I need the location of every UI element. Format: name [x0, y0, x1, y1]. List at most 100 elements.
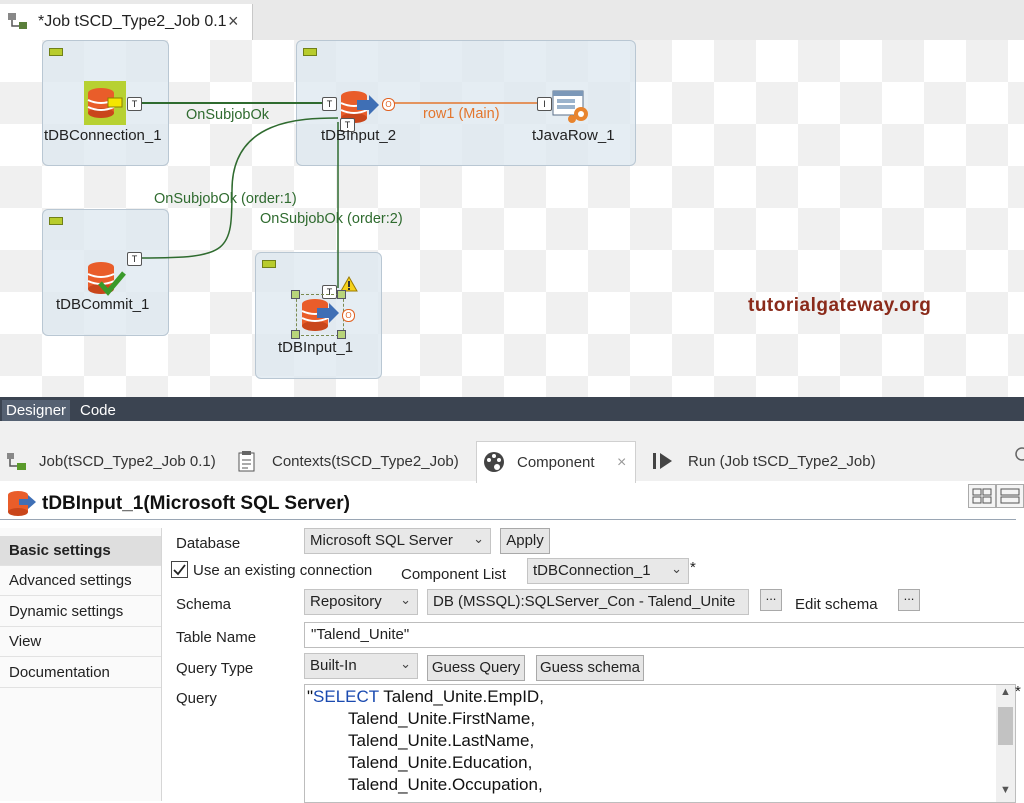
palette-icon: [484, 452, 504, 472]
apply-label: Apply: [506, 532, 544, 549]
collapse-icon[interactable]: [303, 48, 317, 56]
db-commit-icon[interactable]: [84, 259, 126, 299]
tab-component[interactable]: Component ×: [476, 441, 636, 483]
job-icon: [7, 453, 26, 470]
apply-button[interactable]: Apply: [500, 528, 550, 554]
table-name-input[interactable]: "Talend_Unite": [304, 622, 1024, 648]
component-header: tDBInput_1(Microsoft SQL Server): [0, 484, 1024, 520]
menu-view[interactable]: View: [0, 627, 161, 657]
designer-code-bar: Designer Code: [0, 397, 1024, 421]
schema-repository-field[interactable]: DB (MSSQL):SQLServer_Con - Talend_Unite: [427, 589, 749, 615]
output-port[interactable]: O: [382, 98, 395, 111]
table-view-button[interactable]: [968, 484, 996, 508]
selection-handle[interactable]: [291, 330, 300, 339]
query-editor[interactable]: "SELECT Talend_Unite.EmpID, Talend_Unite…: [304, 684, 1016, 803]
tab-job-label: Job(tSCD_Type2_Job 0.1): [39, 453, 216, 470]
trigger-port[interactable]: T: [322, 285, 337, 299]
menu-item-label: Dynamic settings: [9, 603, 124, 620]
use-existing-connection-label: Use an existing connection: [193, 562, 373, 579]
menu-item-label: View: [9, 633, 42, 650]
database-label: Database: [176, 535, 241, 552]
db-input-1-icon[interactable]: [296, 294, 344, 336]
editor-tab-job[interactable]: *Job tSCD_Type2_Job 0.1 ×: [0, 4, 253, 40]
query-line: Talend_Unite.FirstName,: [348, 709, 536, 728]
db-input-2-label[interactable]: tDBInput_2: [321, 127, 397, 144]
watermark: tutorialgateway.org: [748, 295, 932, 316]
db-commit-label[interactable]: tDBCommit_1: [56, 296, 150, 313]
collapse-icon[interactable]: [49, 217, 63, 225]
chevron-down-icon: ⌄: [473, 531, 484, 546]
db-input-1-label[interactable]: tDBInput_1: [278, 339, 354, 356]
close-icon[interactable]: ×: [228, 11, 239, 31]
scroll-up-icon[interactable]: ▲: [1000, 686, 1011, 698]
run-icon: [653, 453, 672, 469]
menu-basic-settings[interactable]: Basic settings: [0, 536, 161, 566]
onsubjobok-order1-label[interactable]: OnSubjobOk (order:1): [154, 191, 297, 207]
trigger-port[interactable]: T: [340, 118, 355, 132]
chevron-down-icon: ⌄: [400, 592, 411, 607]
connection-lines: [140, 102, 537, 288]
use-existing-connection-checkbox[interactable]: [171, 561, 188, 578]
scroll-down-icon[interactable]: ▼: [1000, 784, 1011, 796]
query-line: Talend_Unite.LastName,: [348, 731, 535, 750]
job-icon: [8, 13, 27, 29]
query-type-select[interactable]: Built-In ⌄: [304, 653, 418, 679]
guess-schema-button[interactable]: Guess schema: [536, 655, 644, 681]
tab-contexts[interactable]: Contexts(tSCD_Type2_Job): [236, 440, 466, 482]
menu-documentation[interactable]: Documentation: [0, 658, 161, 688]
onsubjobok-order2-label[interactable]: OnSubjobOk (order:2): [260, 211, 403, 227]
menu-item-label: Basic settings: [9, 542, 111, 559]
trigger-port[interactable]: T: [127, 97, 142, 111]
onsubjobok-label[interactable]: OnSubjobOk: [186, 107, 270, 123]
required-marker: *: [690, 559, 696, 576]
main-row-label[interactable]: row1 (Main): [423, 106, 500, 122]
guess-query-label: Guess Query: [431, 659, 521, 676]
table-name-value: "Talend_Unite": [311, 626, 410, 643]
tab-code[interactable]: Code: [80, 402, 116, 419]
java-row-icon[interactable]: [552, 89, 592, 125]
contexts-icon: [238, 451, 255, 472]
form-icon: [1000, 488, 1020, 504]
db-input-2-icon[interactable]: [337, 88, 381, 126]
ellipsis-label: ...: [765, 588, 777, 603]
schema-select[interactable]: Repository ⌄: [304, 589, 418, 615]
guess-query-button[interactable]: Guess Query: [427, 655, 525, 681]
selection-handle[interactable]: [337, 330, 346, 339]
onsubjobok-order1-line[interactable]: [140, 117, 339, 259]
menu-advanced-settings[interactable]: Advanced settings: [0, 566, 161, 596]
output-port[interactable]: O: [342, 309, 355, 322]
tab-job[interactable]: Job(tSCD_Type2_Job 0.1): [4, 440, 219, 482]
input-port[interactable]: I: [537, 97, 552, 111]
editor-tab-title: *Job tSCD_Type2_Job 0.1: [38, 13, 227, 30]
db-connection-label[interactable]: tDBConnection_1: [44, 127, 162, 144]
grid-icon: [972, 488, 992, 504]
required-marker: *: [1015, 683, 1021, 700]
menu-dynamic-settings[interactable]: Dynamic settings: [0, 597, 161, 627]
db-connection-icon[interactable]: [84, 81, 126, 125]
trigger-port[interactable]: T: [127, 252, 142, 266]
query-text: Talend_Unite.EmpID,: [378, 687, 544, 706]
component-list-select[interactable]: tDBConnection_1 ⌄: [527, 558, 689, 584]
schema-browse-button[interactable]: ...: [760, 588, 782, 611]
component-list-value: tDBConnection_1: [533, 562, 651, 579]
tab-designer[interactable]: Designer: [2, 400, 71, 421]
check-icon: [173, 564, 186, 576]
close-icon[interactable]: ×: [617, 454, 627, 471]
query-line: "SELECT Talend_Unite.EmpID,: [307, 687, 544, 707]
collapse-icon[interactable]: [49, 48, 63, 56]
chevron-down-icon: ⌄: [671, 561, 682, 576]
edit-schema-button[interactable]: ...: [898, 588, 920, 611]
collapse-icon[interactable]: [262, 260, 276, 268]
guess-schema-label: Guess schema: [539, 659, 641, 676]
form-view-button[interactable]: [996, 484, 1024, 508]
tab-run[interactable]: Run (Job tSCD_Type2_Job): [652, 440, 892, 482]
java-row-label[interactable]: tJavaRow_1: [532, 127, 615, 144]
selection-handle[interactable]: [291, 290, 300, 299]
database-select[interactable]: Microsoft SQL Server ⌄: [304, 528, 491, 554]
designer-canvas[interactable]: T tDBConnection_1 T O T tDBInput_2 I tJa…: [0, 40, 1024, 397]
scrollbar-thumb[interactable]: [998, 707, 1013, 745]
trigger-port[interactable]: T: [322, 97, 337, 111]
minimize-icon[interactable]: [1012, 446, 1024, 462]
query-scrollbar[interactable]: ▲ ▼: [996, 685, 1015, 802]
selection-handle[interactable]: [337, 290, 346, 299]
